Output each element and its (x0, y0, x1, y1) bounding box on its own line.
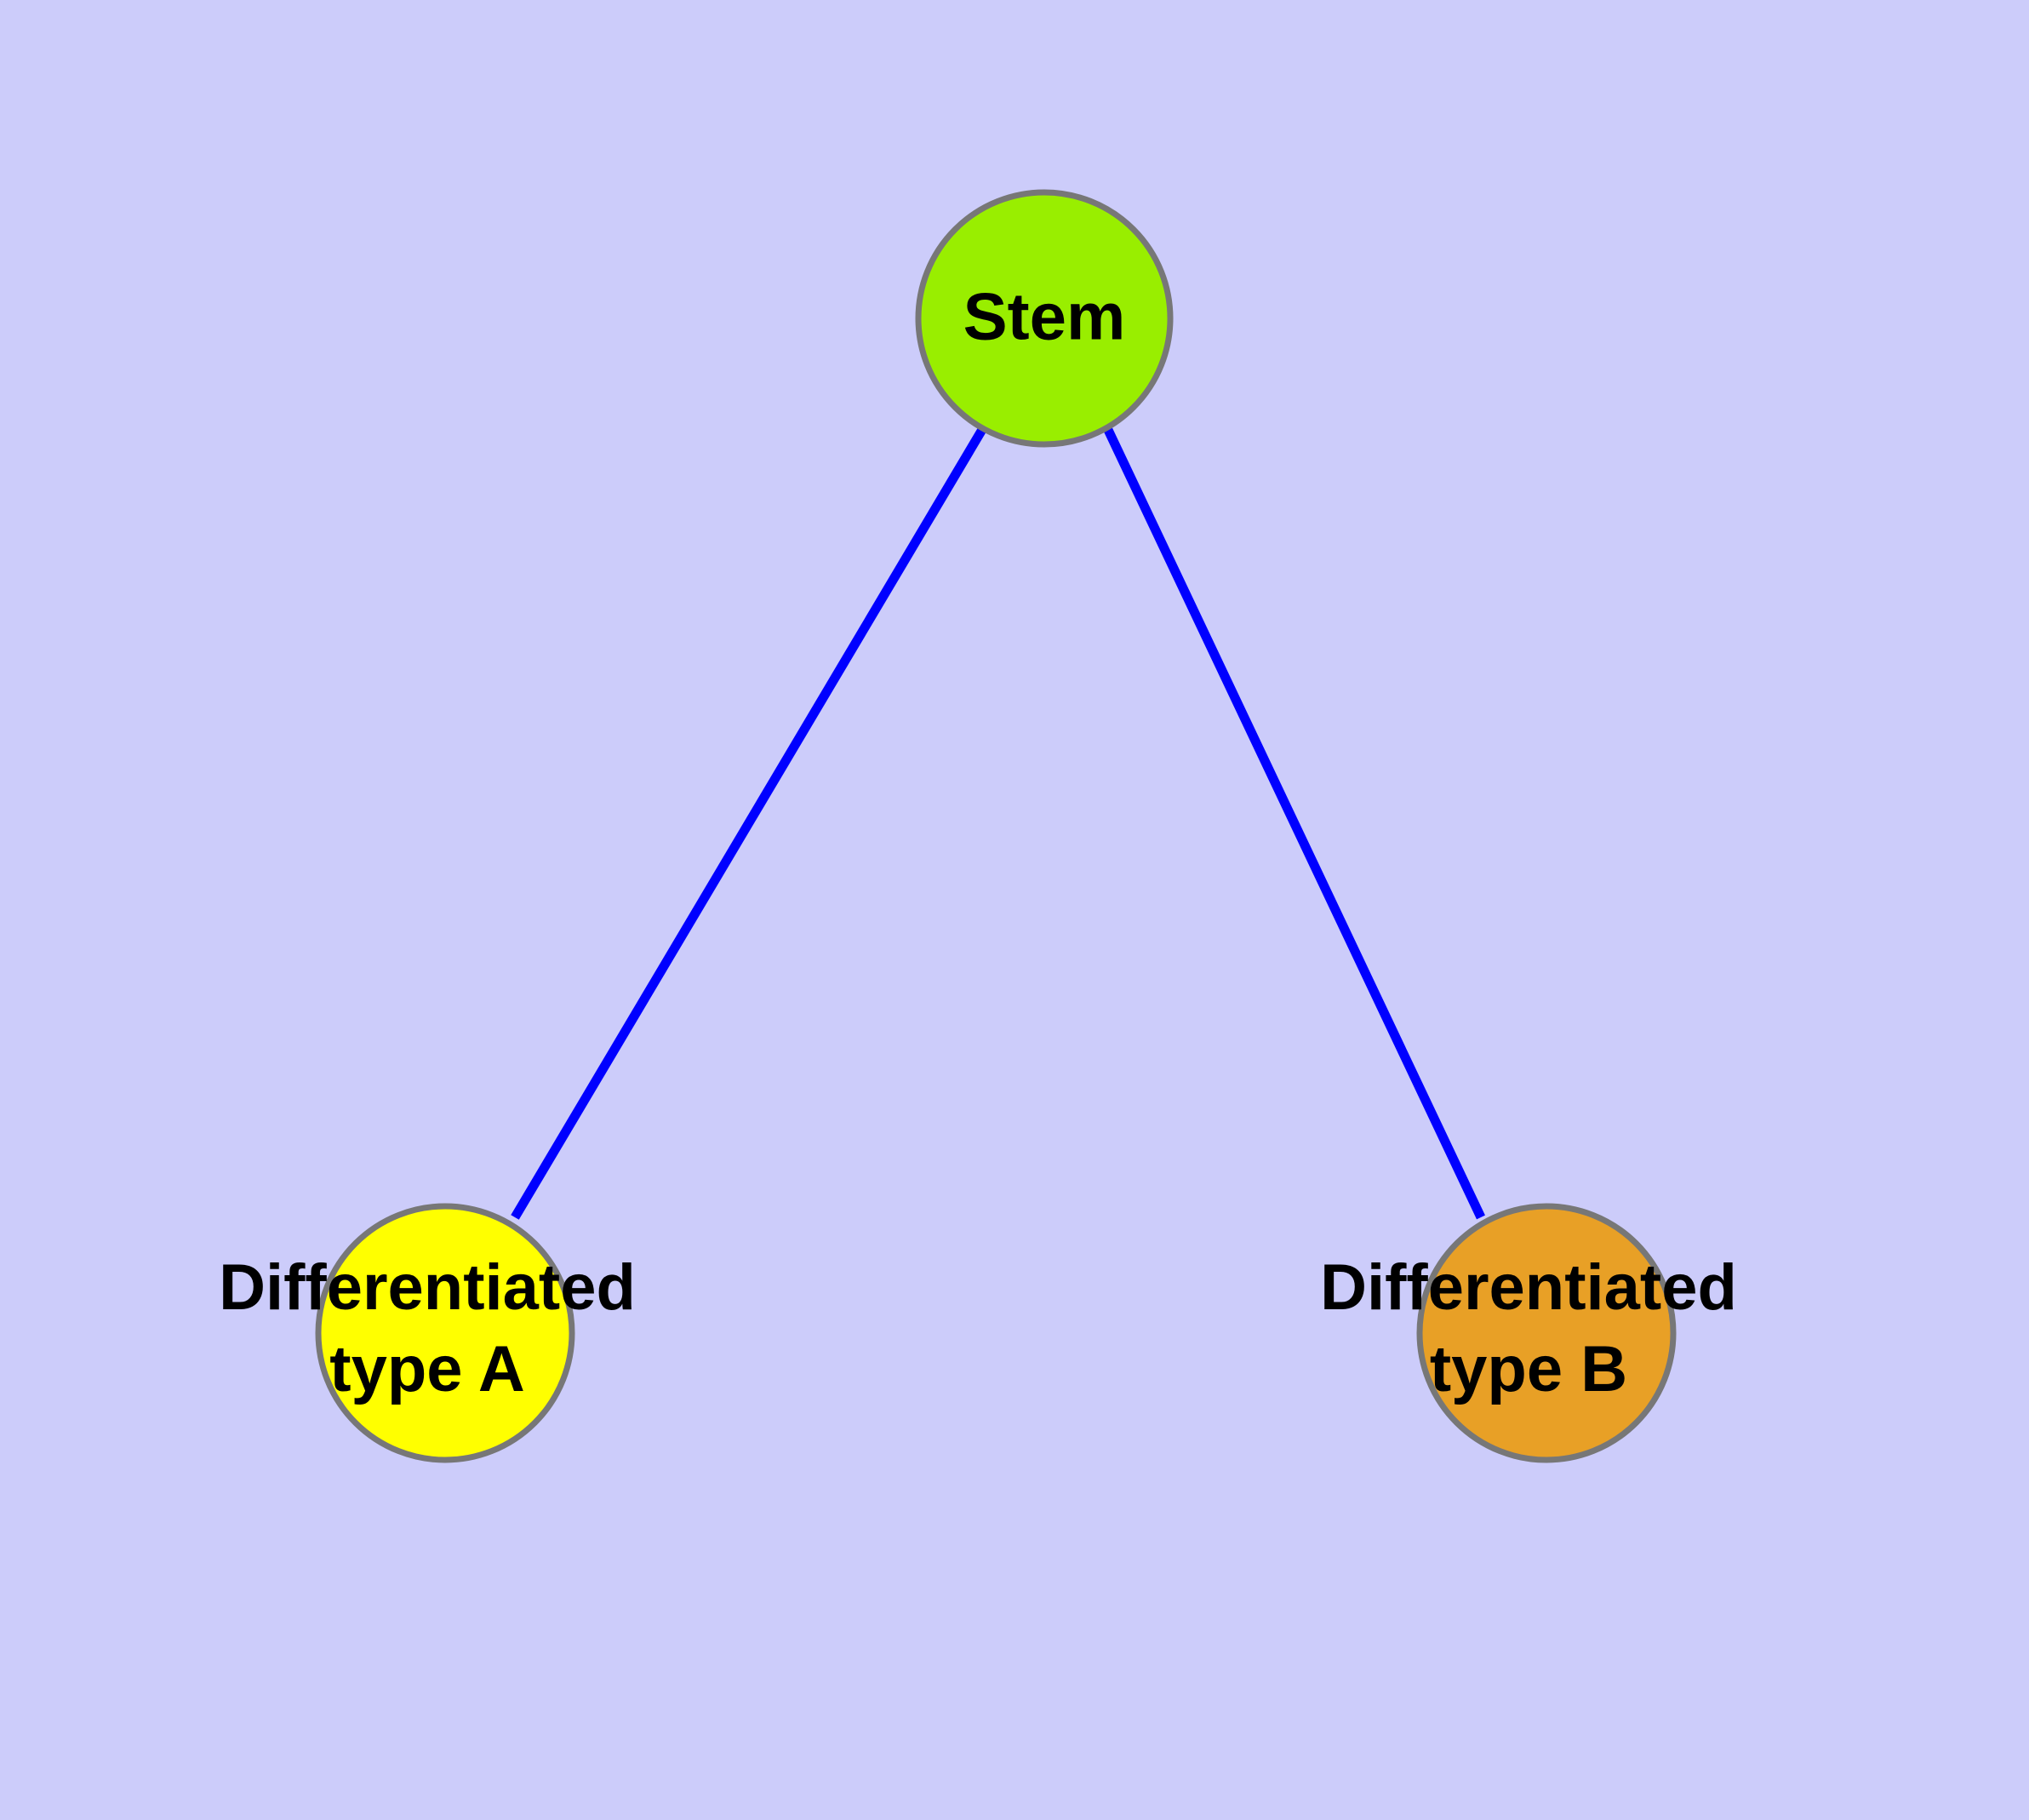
node-differentiated-type-b-label-line1: Differentiated (1320, 1251, 1737, 1324)
node-differentiated-type-a-circle[interactable] (315, 1203, 575, 1463)
node-differentiated-type-b[interactable]: Differentiated type B (1320, 1203, 1737, 1463)
edge-stem-to-differentiated-type-b[interactable] (1104, 427, 1485, 1220)
node-differentiated-type-a-label-line1: Differentiated (219, 1251, 636, 1324)
node-differentiated-type-b-label-line2: type B (1430, 1333, 1627, 1405)
node-stem-label: Stem (963, 279, 1126, 354)
edges-group (511, 426, 1485, 1220)
node-stem-circle[interactable] (915, 189, 1174, 448)
node-differentiated-type-a-label-line2: type A (329, 1333, 524, 1405)
node-differentiated-type-b-circle[interactable] (1416, 1203, 1677, 1463)
edge-stem-to-differentiated-type-a[interactable] (511, 426, 987, 1220)
nodes-group: Stem Differentiated type A Differentiate… (219, 189, 1737, 1463)
node-stem[interactable]: Stem (915, 189, 1174, 448)
node-differentiated-type-a[interactable]: Differentiated type A (219, 1203, 636, 1463)
